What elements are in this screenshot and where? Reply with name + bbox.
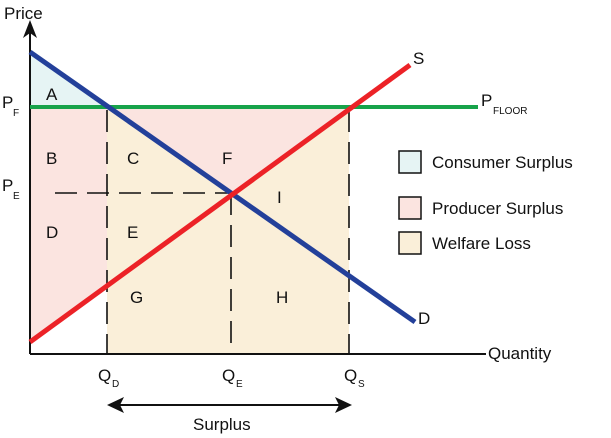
qs-label-sub: S: [358, 379, 365, 390]
welfare-loss-area: [107, 107, 349, 354]
legend-label-producer-surplus: Producer Surplus: [432, 199, 563, 218]
qs-label: Q: [344, 366, 357, 385]
region-i: I: [277, 188, 282, 207]
pf-label-sub: F: [13, 108, 19, 119]
legend-swatch-consumer-surplus: [398, 150, 422, 174]
qd-label-sub: D: [112, 379, 119, 390]
legend: Consumer Surplus Producer Surplus Welfar…: [398, 150, 573, 255]
floor-label-sub: FLOOR: [493, 106, 527, 117]
pe-label-sub: E: [13, 191, 20, 202]
region-e: E: [127, 223, 138, 242]
demand-label: D: [418, 309, 430, 328]
region-f: F: [222, 149, 232, 168]
demand-curve: [28, 49, 417, 325]
legend-swatch-producer-surplus: [398, 196, 422, 220]
surplus-label: Surplus: [193, 415, 251, 434]
producer-surplus-left-area: [30, 107, 107, 342]
surplus-arrow-right-icon: [335, 397, 352, 413]
region-a: A: [46, 85, 58, 104]
qe-label: Q: [222, 366, 235, 385]
y-axis-label: Price: [4, 4, 43, 23]
region-d: D: [46, 223, 58, 242]
producer-surplus-triangle-area: [107, 107, 349, 193]
region-h: H: [276, 288, 288, 307]
surplus-arrow-left-icon: [107, 397, 124, 413]
x-axis-label: Quantity: [488, 344, 552, 363]
y-axis-arrow-icon: [23, 20, 37, 38]
legend-label-consumer-surplus: Consumer Surplus: [432, 153, 573, 172]
supply-label: S: [413, 49, 424, 68]
supply-curve: [28, 62, 412, 345]
qe-label-sub: E: [236, 379, 243, 390]
floor-label: P: [481, 91, 492, 110]
pf-label: P: [2, 93, 13, 112]
legend-swatch-welfare-loss: [398, 231, 422, 255]
region-b: B: [46, 149, 57, 168]
qd-label: Q: [98, 366, 111, 385]
region-g: G: [130, 288, 143, 307]
pe-label: P: [2, 176, 13, 195]
legend-label-welfare-loss: Welfare Loss: [432, 234, 531, 253]
region-c: C: [127, 149, 139, 168]
